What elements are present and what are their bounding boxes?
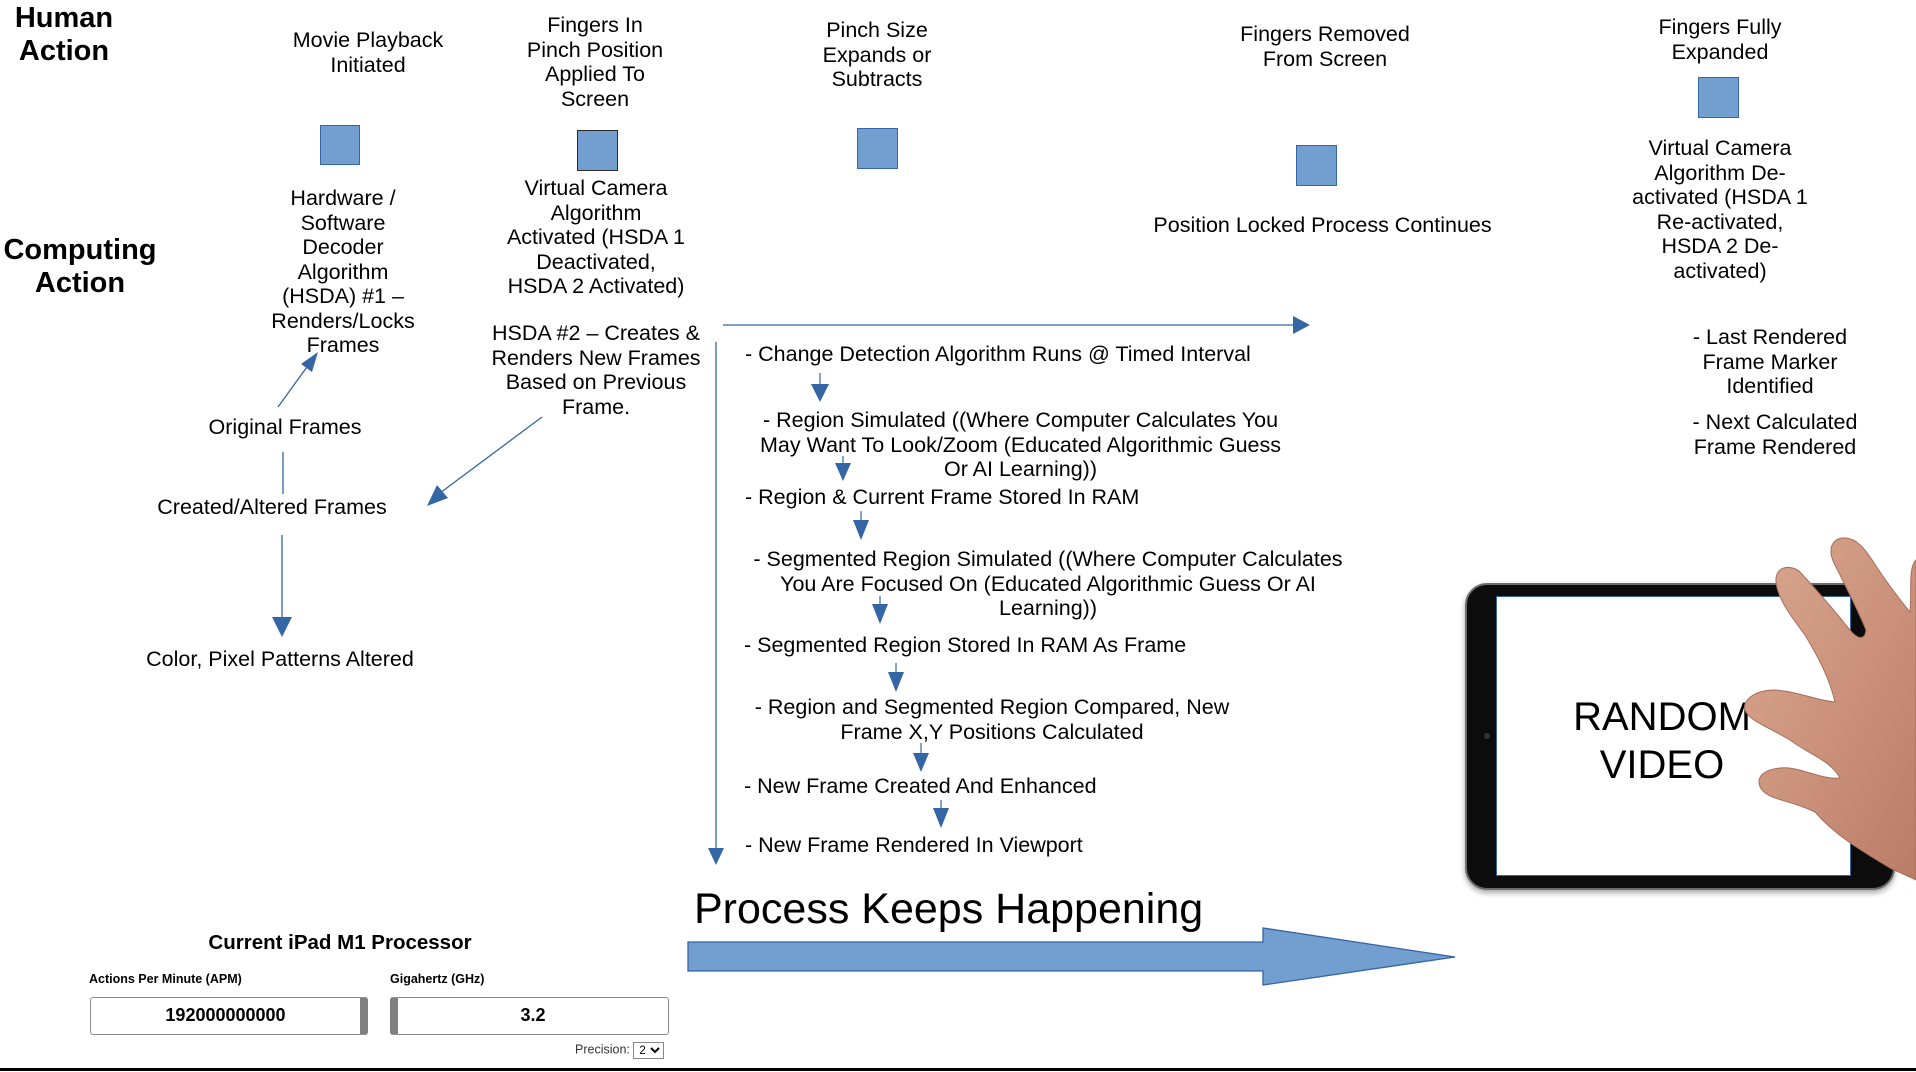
flow-step-region-simulated: - Region Simulated ((Where Computer Calc… <box>759 408 1281 481</box>
arrow-process-vertical <box>708 342 724 865</box>
ipad-screen: RANDOM VIDEO <box>1496 596 1851 876</box>
ghz-label: Gigahertz (GHz) <box>390 972 485 986</box>
event-marker-playback <box>320 125 360 165</box>
hsda1-description: Hardware / Software Decoder Algorithm (H… <box>271 186 415 357</box>
apm-label: Actions Per Minute (APM) <box>89 972 242 986</box>
human-action-fingers-pinch: Fingers In Pinch Position Applied To Scr… <box>526 13 664 111</box>
precision-label: Precision: <box>575 1042 630 1057</box>
apm-input[interactable]: 192000000000 <box>90 997 368 1035</box>
event-marker-pinch-applied <box>577 130 618 171</box>
position-locked-text: Position Locked Process Continues <box>1153 213 1492 237</box>
flow-arrow-7 <box>933 800 949 828</box>
last-rendered-marker: - Last Rendered Frame Marker Identified <box>1692 325 1848 398</box>
processor-form-title: Current iPad M1 Processor <box>208 931 472 954</box>
human-action-fingers-removed: Fingers Removed From Screen <box>1240 22 1410 71</box>
human-action-pinch-size: Pinch Size Expands or Subtracts <box>822 18 932 91</box>
color-pixel-patterns-label: Color, Pixel Patterns Altered <box>146 647 414 671</box>
human-action-heading: Human Action <box>14 2 114 67</box>
flow-arrow-3 <box>853 511 869 540</box>
next-calculated-frame: - Next Calculated Frame Rendered <box>1692 410 1858 459</box>
flow-arrow-1 <box>811 373 829 402</box>
precision-select[interactable]: 2 <box>633 1042 665 1059</box>
flow-step-region-stored: - Region & Current Frame Stored In RAM <box>745 485 1140 509</box>
hsda2-description: HSDA #2 – Creates & Renders New Frames B… <box>491 321 701 419</box>
flow-arrow-6 <box>913 743 929 772</box>
flow-step-segmented-stored: - Segmented Region Stored In RAM As Fram… <box>744 633 1187 657</box>
flow-step-new-frame-rendered: - New Frame Rendered In Viewport <box>745 833 1083 857</box>
arrow-hsda2-to-created <box>427 416 543 506</box>
bottom-divider <box>0 1068 1916 1071</box>
human-action-fingers-expanded: Fingers Fully Expanded <box>1658 15 1782 64</box>
flow-arrow-5 <box>888 663 904 692</box>
random-video-text: RANDOM VIDEO <box>1573 695 1751 787</box>
ipad-camera <box>1484 733 1490 739</box>
flow-step-compared: - Region and Segmented Region Compared, … <box>754 695 1230 744</box>
arrow-timeline-horizontal <box>723 316 1310 334</box>
original-frames-label: Original Frames <box>208 415 362 439</box>
arrow-created-to-color <box>272 535 292 637</box>
event-marker-pinch-size <box>857 128 898 169</box>
virtual-camera-activated: Virtual Camera Algorithm Activated (HSDA… <box>506 176 686 298</box>
created-altered-frames-label: Created/Altered Frames <box>157 495 387 519</box>
human-action-movie-playback: Movie Playback Initiated <box>292 28 444 77</box>
event-marker-fingers-removed <box>1296 145 1337 186</box>
flow-step-change-detection: - Change Detection Algorithm Runs @ Time… <box>745 342 1251 366</box>
flow-step-new-frame-created: - New Frame Created And Enhanced <box>744 774 1097 798</box>
precision-control: Precision: 2 <box>575 1042 665 1059</box>
virtual-camera-deactivated: Virtual Camera Algorithm De- activated (… <box>1632 136 1808 283</box>
process-block-arrow <box>687 927 1456 986</box>
arrow-original-to-hsda1 <box>277 352 318 408</box>
process-keeps-happening-label: Process Keeps Happening <box>694 885 1204 933</box>
ghz-input[interactable]: 3.2 <box>390 997 669 1035</box>
event-marker-fingers-expanded <box>1698 77 1739 118</box>
computing-action-heading: Computing Action <box>3 234 157 299</box>
ipad-device: RANDOM VIDEO <box>1465 583 1895 890</box>
flow-step-segmented-simulated: - Segmented Region Simulated ((Where Com… <box>753 547 1343 620</box>
